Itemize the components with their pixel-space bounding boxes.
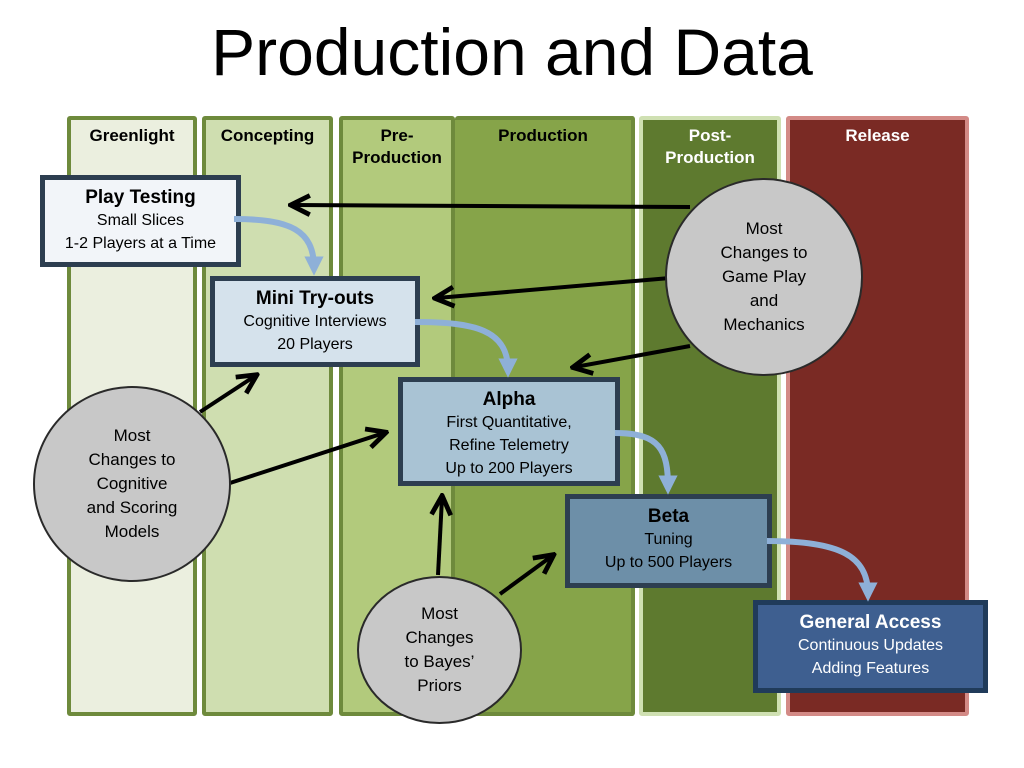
box-line: Tuning — [644, 531, 693, 548]
stage-label-text: Production — [498, 126, 588, 145]
circle-bayes-priors-changes: Most Changes to Bayes’ Priors — [357, 576, 522, 724]
circle-line: Most — [113, 426, 151, 445]
circle-game-play-changes: Most Changes to Game Play and Mechanics — [665, 178, 863, 376]
box-line: Small Slices — [96, 212, 185, 229]
circle-line: Game Play — [721, 267, 807, 286]
circle-cognitive-changes: Most Changes to Cognitive and Scoring Mo… — [33, 386, 231, 582]
box-line: Adding Features — [811, 660, 930, 677]
circle-line: Priors — [417, 676, 462, 695]
box-line: Up to 500 Players — [604, 554, 733, 571]
circle-line: Mechanics — [723, 315, 805, 334]
box-line: Up to 200 Players — [445, 460, 573, 477]
box-title: Play Testing — [85, 187, 196, 208]
arrow-gameplay-to-alpha — [575, 344, 691, 367]
box-mini-try-outs: Mini Try-outs Cognitive Interviews 20 Pl… — [210, 276, 420, 367]
box-line: Cognitive Interviews — [243, 313, 387, 330]
stage-label-text: Concepting — [220, 126, 315, 145]
circle-line: Changes to — [720, 243, 808, 262]
stage-label-line: Pre- — [380, 126, 414, 145]
box-line: Refine Telemetry — [449, 437, 569, 454]
stage-label-text: Release — [845, 126, 910, 145]
box-line: 1-2 Players at a Time — [64, 235, 217, 252]
box-alpha: Alpha First Quantitative, Refine Telemet… — [398, 377, 620, 486]
arrow-bayes-to-alpha — [438, 498, 442, 576]
box-general-access: General Access Continuous Updates Adding… — [753, 600, 988, 693]
page-title: Production and Data — [211, 15, 813, 89]
stage-label-postproduction: Post- Production — [643, 125, 777, 169]
box-play-testing: Play Testing Small Slices 1-2 Players at… — [40, 175, 241, 267]
circle-line: and Scoring — [86, 498, 178, 517]
box-title: General Access — [799, 612, 942, 633]
circle-line: Most — [421, 604, 458, 623]
stage-label-production: Production — [455, 125, 631, 147]
arrow-cognitive-to-minitryouts — [198, 376, 255, 414]
stage-label-greenlight: Greenlight — [71, 125, 193, 147]
box-title: Alpha — [482, 389, 536, 410]
stage-label-text: Greenlight — [89, 126, 175, 145]
stage-label-line: Production — [352, 148, 442, 167]
circle-line: Most — [745, 219, 783, 238]
box-title: Mini Try-outs — [255, 288, 375, 309]
arrow-gameplay-to-minitryouts — [437, 276, 671, 298]
circle-line: Cognitive — [96, 474, 168, 493]
arrow-bayes-to-beta — [498, 556, 552, 596]
circle-line: Models — [104, 522, 160, 541]
box-line: 20 Players — [277, 336, 353, 353]
stage-label-release: Release — [790, 125, 965, 147]
box-beta: Beta Tuning Up to 500 Players — [565, 494, 772, 588]
stage-label-concepting: Concepting — [206, 125, 329, 147]
box-line: Continuous Updates — [798, 637, 943, 654]
circle-line: Changes — [405, 628, 474, 647]
arrow-gameplay-to-playtesting — [293, 205, 691, 207]
stage-label-line: Production — [665, 148, 755, 167]
circle-line: to Bayes’ — [404, 652, 475, 671]
box-title: Beta — [647, 506, 690, 527]
box-line: First Quantitative, — [446, 414, 572, 431]
stage-label-preproduction: Pre- Production — [343, 125, 451, 169]
circle-line: Changes to — [88, 450, 176, 469]
arrow-cognitive-to-alpha — [229, 433, 384, 485]
circle-line: and — [749, 291, 779, 310]
stage-label-line: Post- — [688, 126, 732, 145]
